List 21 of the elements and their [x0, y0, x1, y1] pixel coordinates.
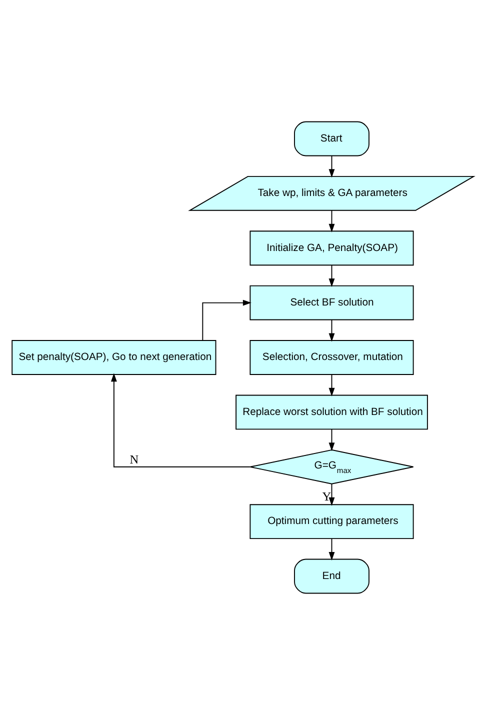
node-box: Replace worst solution with BF solution	[236, 394, 428, 430]
node-box: End	[294, 558, 370, 594]
node-box: Set penalty(SOAP), Go to next generation	[12, 340, 216, 375]
node-box: Optimum cutting parameters	[250, 504, 414, 540]
node-box: Initialize GA, Penalty(SOAP)	[250, 230, 414, 266]
arrow	[110, 373, 250, 468]
arrow	[202, 300, 252, 341]
arrow	[328, 155, 335, 178]
node-diamond: G=G$_{max}$	[250, 449, 414, 484]
node-box: Select BF solution	[250, 285, 414, 320]
edge-label: N	[130, 452, 139, 466]
arrow	[328, 210, 335, 232]
arrow	[328, 374, 335, 396]
node-box: Selection, Crossover, mutation	[250, 340, 414, 375]
edge-label: Y	[322, 490, 332, 504]
arrow	[328, 319, 335, 342]
node-box: Start	[294, 121, 370, 156]
arrow	[328, 264, 335, 288]
arrow	[328, 428, 335, 452]
arrow	[328, 483, 335, 506]
arrow	[328, 538, 335, 560]
